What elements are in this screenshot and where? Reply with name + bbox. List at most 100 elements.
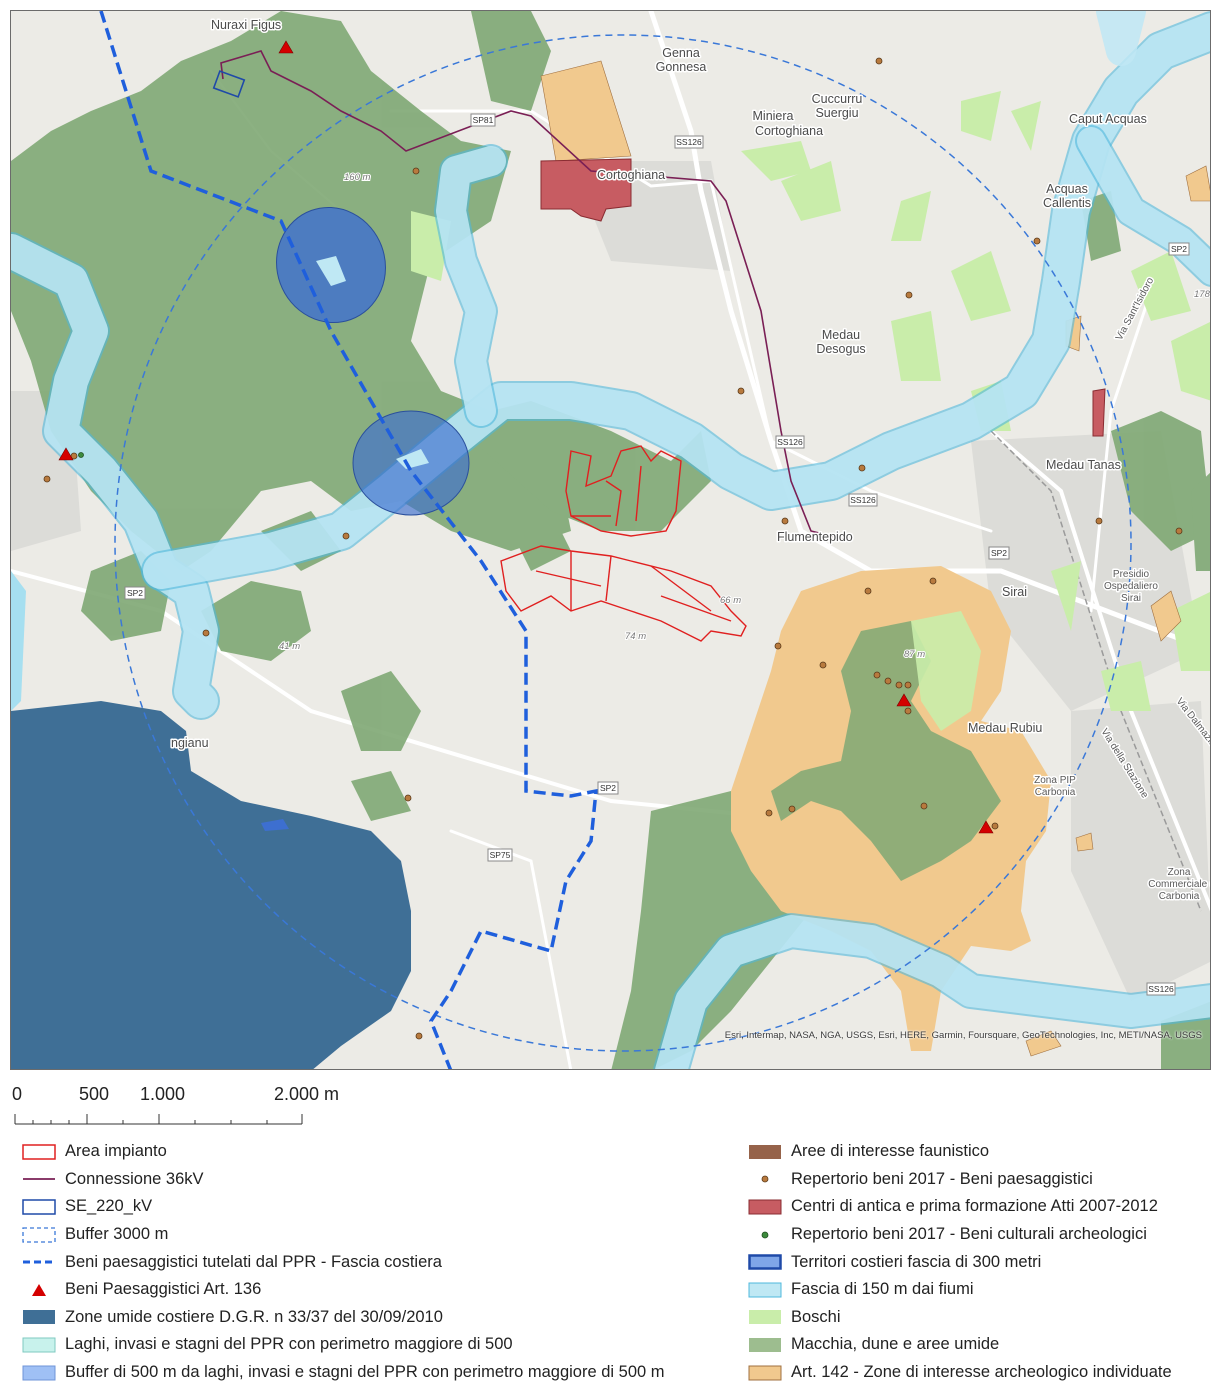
scale-label-0: 0 xyxy=(12,1084,23,1104)
svg-text:SP81: SP81 xyxy=(473,115,494,125)
map-attribution: Esri, Intermap, NASA, NGA, USGS, Esri, H… xyxy=(724,1030,1202,1041)
centri-antica-formazione-2 xyxy=(1092,388,1106,437)
blue-outline-box-icon xyxy=(22,1199,56,1215)
dashed-blue-box-icon xyxy=(22,1226,56,1243)
svg-text:178: 178 xyxy=(1194,289,1211,300)
road-shields: SP81 SS126 SS126 SS126 SP2 SP2 SP2 SP2 S… xyxy=(124,113,1190,996)
lago-sud xyxy=(396,449,429,469)
cyan-fill-icon xyxy=(748,1282,782,1298)
boschi-in-archeo xyxy=(911,611,981,731)
red-outline-box-icon xyxy=(22,1144,56,1160)
shield-ss126-a: SS126 xyxy=(674,135,704,149)
svg-text:66 m: 66 m xyxy=(720,595,741,606)
coastal-lagoon xyxy=(11,571,26,711)
legend-right: Aree di interesse faunistico Repertorio … xyxy=(748,1138,1211,1386)
label-zona: Zona xyxy=(1168,867,1191,878)
label-nuraxi-figus: Nuraxi Figus xyxy=(211,18,281,32)
brown-fill-icon xyxy=(748,1144,782,1160)
legend-macchia: Macchia, dune e aree umide xyxy=(748,1331,1211,1359)
svg-text:41 m: 41 m xyxy=(279,641,300,652)
orange-fill-icon xyxy=(748,1365,782,1381)
svg-text:87 m: 87 m xyxy=(904,649,925,660)
svg-text:74 m: 74 m xyxy=(625,631,646,642)
legend-left: Area impianto Connessione 36kV SE_220_kV… xyxy=(22,1138,722,1386)
label-flumentepido: Flumentepido xyxy=(777,530,853,544)
svg-text:SS126: SS126 xyxy=(676,137,702,147)
repertorio-beni-paesaggistici xyxy=(43,57,1183,1040)
legend-art-136: Beni Paesaggistici Art. 136 xyxy=(22,1276,722,1304)
light-cyan-fill-icon xyxy=(22,1337,56,1353)
scale-bar: 0 500 1.000 2.000 m xyxy=(12,1084,412,1134)
label-miniera-cortoghiana: Cortoghiana xyxy=(755,124,823,138)
legend-fascia-fiumi: Fascia di 150 m dai fiumi xyxy=(748,1276,1211,1304)
fascia-costiera-line[interactable] xyxy=(99,11,598,1070)
legend-boschi: Boschi xyxy=(748,1304,1211,1332)
shield-ss126-c: SS126 xyxy=(848,493,878,507)
legend-repertorio-arch: Repertorio beni 2017 - Beni culturali ar… xyxy=(748,1221,1211,1249)
legend-faunistico: Aree di interesse faunistico xyxy=(748,1138,1211,1166)
legend-zone-umide: Zone umide costiere D.G.R. n 33/37 del 3… xyxy=(22,1304,722,1332)
svg-text:SP2: SP2 xyxy=(991,548,1007,558)
legend-laghi: Laghi, invasi e stagni del PPR con perim… xyxy=(22,1331,722,1359)
label-ngianu: ngianu xyxy=(171,736,209,750)
area-impianto[interactable] xyxy=(500,445,747,642)
svg-text:160 m: 160 m xyxy=(344,172,370,183)
legend-se-220kv: SE_220_kV xyxy=(22,1193,722,1221)
se-220kv[interactable] xyxy=(212,70,246,98)
legend-buffer-laghi: Buffer di 500 m da laghi, invasi e stagn… xyxy=(22,1359,722,1386)
label-zona-comm-carbonia: Carbonia xyxy=(1159,891,1200,902)
legend-buffer-3000: Buffer 3000 m xyxy=(22,1221,722,1249)
label-genna: Genna xyxy=(662,46,700,60)
blue-dashed-line-icon xyxy=(22,1254,56,1270)
svg-text:SS126: SS126 xyxy=(1148,984,1174,994)
map-frame[interactable]: SP81 SS126 SS126 SS126 SP2 SP2 SP2 SP2 S… xyxy=(10,10,1211,1070)
label-medau-tanas: Medau Tanas xyxy=(1046,458,1121,472)
legend-centri: Centri di antica e prima formazione Atti… xyxy=(748,1193,1211,1221)
legend-area-impianto: Area impianto xyxy=(22,1138,722,1166)
label-acquas: Acquas xyxy=(1046,182,1088,196)
buffer-3000m[interactable] xyxy=(114,34,1132,1052)
green-fill-icon xyxy=(748,1337,782,1353)
label-presidio-sirai: Sirai xyxy=(1121,593,1141,604)
blue-thick-box-icon xyxy=(748,1254,782,1270)
label-suergiu: Suergiu xyxy=(815,106,858,120)
label-medau: Medau xyxy=(822,328,860,342)
shield-sp75: SP75 xyxy=(487,848,513,862)
lago-nord xyxy=(316,256,346,286)
scale-label-1000: 1.000 xyxy=(140,1084,186,1104)
svg-text:SP2: SP2 xyxy=(1171,244,1187,254)
svg-text:SP75: SP75 xyxy=(490,850,511,860)
light-blue-fill-icon xyxy=(22,1365,56,1381)
label-cortoghiana: Cortoghiana xyxy=(597,168,665,182)
label-desogus: Desogus xyxy=(816,342,865,356)
zone-umide-costiere xyxy=(11,701,411,1069)
beni-art-136 xyxy=(58,40,994,834)
shield-sp2-c: SP2 xyxy=(124,586,146,600)
elevation-labels: 160 m 41 m 74 m 66 m 87 m 178 xyxy=(278,171,1211,661)
label-presidio: Presidio xyxy=(1113,569,1150,580)
svg-text:SS126: SS126 xyxy=(850,495,876,505)
red-fill-icon xyxy=(748,1199,782,1215)
purple-line-icon xyxy=(22,1171,56,1187)
map-canvas[interactable]: SP81 SS126 SS126 SS126 SP2 SP2 SP2 SP2 S… xyxy=(11,11,1211,1070)
label-caput-acquas: Caput Acquas xyxy=(1069,112,1147,126)
green-dot-icon xyxy=(748,1227,782,1243)
legend-archeo: Art. 142 - Zone di interesse archeologic… xyxy=(748,1359,1211,1386)
legend-territori-costieri: Territori costieri fascia di 300 metri xyxy=(748,1248,1211,1276)
scale-label-500: 500 xyxy=(79,1084,110,1104)
label-callentis: Callentis xyxy=(1043,196,1091,210)
label-sirai: Sirai xyxy=(1002,585,1027,599)
label-miniera: Miniera xyxy=(753,109,794,123)
red-triangle-icon xyxy=(22,1282,56,1298)
legend-repertorio-paes: Repertorio beni 2017 - Beni paesaggistic… xyxy=(748,1166,1211,1194)
macchia-in-archeo xyxy=(771,621,1001,881)
repertorio-beni-archeologici xyxy=(78,452,84,458)
svg-text:SP2: SP2 xyxy=(127,588,143,598)
shield-sp2-d: SP2 xyxy=(597,781,619,795)
small-lake xyxy=(261,819,289,831)
svg-text:SP2: SP2 xyxy=(600,783,616,793)
scale-ticks xyxy=(14,1114,303,1125)
svg-text:SS126: SS126 xyxy=(777,437,803,447)
legend-connessione: Connessione 36kV xyxy=(22,1166,722,1194)
light-green-fill-icon xyxy=(748,1309,782,1325)
